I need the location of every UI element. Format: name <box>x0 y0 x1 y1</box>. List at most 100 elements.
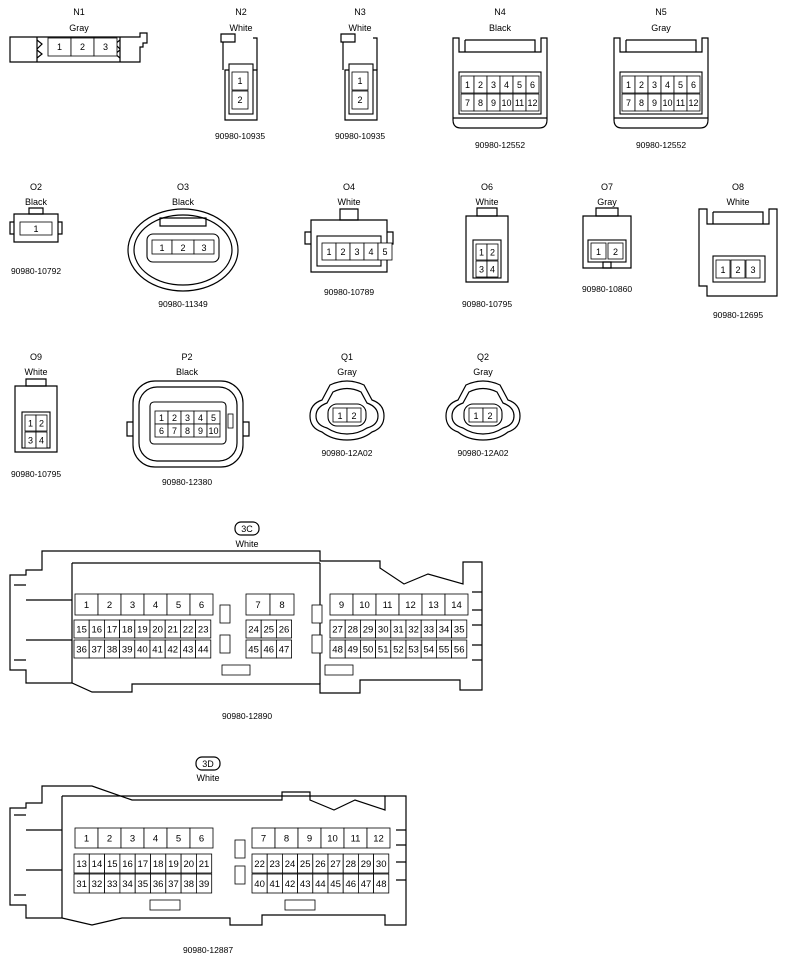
pin-label: 4 <box>504 80 509 90</box>
pin-label: 52 <box>393 644 404 655</box>
pin-label: 3 <box>479 264 484 274</box>
pin-label: 3 <box>201 243 206 253</box>
pin-label: 5 <box>517 80 522 90</box>
connector-color: White <box>475 197 498 207</box>
pin-label: 6 <box>530 80 535 90</box>
pin-label: 11 <box>515 98 524 108</box>
connector-id: Q2 <box>477 352 489 362</box>
pin-label: 1 <box>33 224 38 234</box>
pin-label: 1 <box>337 411 342 421</box>
pin-label: 35 <box>138 879 149 890</box>
connector-id: O9 <box>30 352 42 362</box>
pin-label: 2 <box>735 265 740 275</box>
pin-label: 30 <box>378 624 389 635</box>
connector-N2: N2 White 1 2 90980-10935 <box>215 7 265 141</box>
pin-label: 27 <box>332 624 343 635</box>
pin-label: 47 <box>361 879 372 890</box>
pin-label: 2 <box>639 80 644 90</box>
pin-label: 7 <box>465 98 470 108</box>
pin-label: 56 <box>454 644 465 655</box>
part-number: 90980-12887 <box>183 945 233 955</box>
pin-label: 13 <box>428 600 439 611</box>
pin-label: 48 <box>376 879 387 890</box>
pin-label: 43 <box>183 644 194 655</box>
pin-label: 53 <box>408 644 419 655</box>
pin-label: 4 <box>368 247 373 257</box>
pin-label: 20 <box>183 859 194 870</box>
pin-label: 10 <box>359 600 370 611</box>
pin-label: 2 <box>237 95 242 105</box>
connector-color: Gray <box>69 23 89 33</box>
pin-label: 38 <box>183 879 194 890</box>
part-number: 90980-12552 <box>475 140 525 150</box>
pin-label: 1 <box>473 411 478 421</box>
pin-label: 10 <box>662 98 672 108</box>
connector-id: 3C <box>241 524 253 534</box>
pin-label: 2 <box>172 413 177 423</box>
connector-color: Gray <box>337 367 357 377</box>
part-number: 90980-12A02 <box>321 448 372 458</box>
pin-label: 22 <box>183 624 194 635</box>
pin-label: 1 <box>357 76 362 86</box>
connector-id: O8 <box>732 182 744 192</box>
pin-label: 2 <box>180 243 185 253</box>
connector-Q1: Q1 Gray 1 2 90980-12A02 <box>309 352 385 458</box>
pin-label: 45 <box>330 879 341 890</box>
pin-label: 2 <box>340 247 345 257</box>
pin-label: 1 <box>596 247 601 257</box>
pin-label: 3 <box>652 80 657 90</box>
pin-label: 40 <box>254 879 265 890</box>
connector-color: White <box>235 539 258 549</box>
pin-label: 2 <box>487 411 492 421</box>
pin-label: 1 <box>326 247 331 257</box>
pin-cell <box>686 93 701 112</box>
pin-label: 7 <box>255 600 260 611</box>
connector-color: White <box>348 23 371 33</box>
connector-id: 3D <box>202 759 214 769</box>
pin-label: 10 <box>327 833 338 844</box>
pin-label: 46 <box>264 644 275 655</box>
pin-label: 1 <box>237 76 242 86</box>
pin-label: 2 <box>478 80 483 90</box>
pin-label: 2 <box>107 833 112 844</box>
pin-label: 34 <box>439 624 450 635</box>
pin-label: 14 <box>451 600 462 611</box>
connector-color: Black <box>172 197 195 207</box>
pin-label: 15 <box>107 859 118 870</box>
pin-label: 51 <box>378 644 389 655</box>
pin-label: 12 <box>373 833 384 844</box>
pin-label: 37 <box>92 644 103 655</box>
pin-label: 3 <box>491 80 496 90</box>
pin-label: 3 <box>130 600 135 611</box>
pin-label: 6 <box>159 426 164 436</box>
connector-id: N4 <box>494 7 506 17</box>
connector-color: White <box>229 23 252 33</box>
pin-label: 5 <box>176 833 181 844</box>
pin-label: 9 <box>652 98 657 108</box>
pin-label: 38 <box>107 644 118 655</box>
pin-label: 8 <box>478 98 483 108</box>
pin-label: 18 <box>153 859 164 870</box>
pin-label: 26 <box>279 624 290 635</box>
connector-id: N5 <box>655 7 667 17</box>
connector-id: O7 <box>601 182 613 192</box>
pin-label: 9 <box>307 833 312 844</box>
pin-label: 42 <box>285 879 296 890</box>
pin-label: 19 <box>137 624 148 635</box>
pin-label: 9 <box>491 98 496 108</box>
connector-id: O3 <box>177 182 189 192</box>
part-number: 90980-12A02 <box>457 448 508 458</box>
pin-cell <box>195 639 212 659</box>
pin-cell <box>486 243 499 261</box>
pin-label: 5 <box>211 413 216 423</box>
pin-cell <box>525 93 540 112</box>
pin-label: 1 <box>57 42 62 52</box>
pin-cell <box>269 593 295 616</box>
pin-label: 1 <box>84 600 89 611</box>
connector-id: N3 <box>354 7 366 17</box>
pin-label: 5 <box>382 247 387 257</box>
